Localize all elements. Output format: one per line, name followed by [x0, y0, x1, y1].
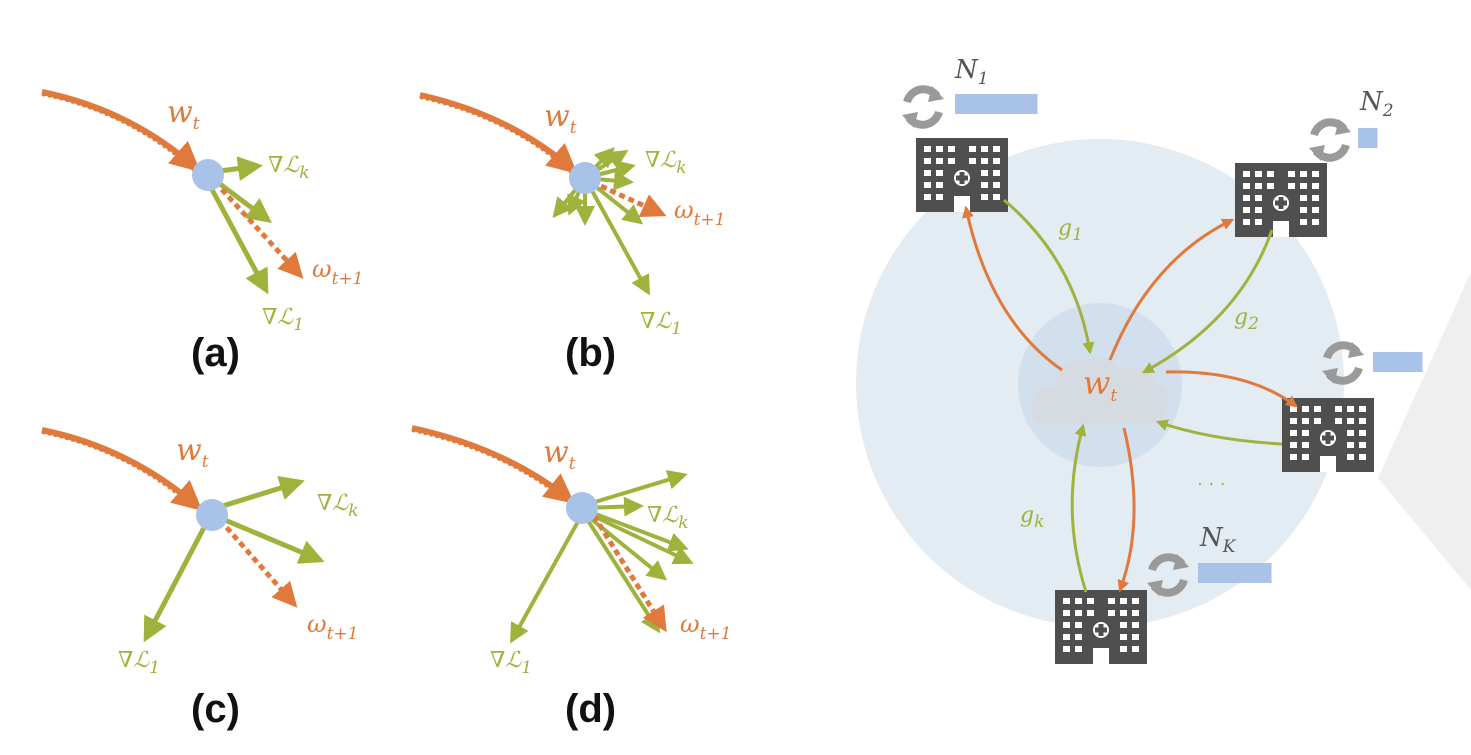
- trajectory-path: [419, 92, 578, 174]
- panel-label: (d): [565, 687, 616, 731]
- grad-k-label: ∇ℒk: [317, 491, 359, 521]
- node-label: NK: [1199, 523, 1237, 557]
- data-size-bar: [1358, 128, 1378, 148]
- update-arrow: [218, 518, 298, 608]
- trajectory-path-dotted: [41, 94, 195, 172]
- sync-icon: [1309, 119, 1351, 161]
- weight-node: [196, 499, 228, 531]
- panel-b: wt ∇ℒk ωt+1 ∇ℒ1 (b): [419, 92, 725, 375]
- w-label: wt: [176, 433, 209, 472]
- gradient-1-arrow: [583, 177, 650, 296]
- gradient-arrow-2: [1141, 229, 1274, 374]
- hospital-icon: [916, 138, 1008, 212]
- update-arrow: [591, 514, 667, 633]
- weight-node: [569, 162, 601, 194]
- w-label: wt: [544, 99, 577, 138]
- omega-label: ωt+1: [307, 610, 358, 644]
- node-label: N2: [1359, 87, 1394, 121]
- shadow-wedge: [1378, 272, 1471, 590]
- omega-label: ωt+1: [680, 610, 731, 644]
- gradient-k-arrow: [212, 475, 305, 512]
- panel-a: wt ∇ℒk ωt+1 ∇ℒ1 (a): [41, 89, 363, 375]
- federated-diagram: wt N1 N2 NK: [856, 55, 1471, 664]
- data-size-bar: [1373, 352, 1423, 372]
- gradient-arrow: [584, 508, 689, 552]
- grad-1-label: ∇ℒ1: [490, 648, 532, 678]
- gradient-1-arrow: [143, 518, 211, 643]
- gradient-1-arrow: [510, 517, 582, 644]
- grad-1-label: ∇ℒ1: [640, 309, 682, 339]
- data-size-bar: [1198, 563, 1272, 583]
- grad-1-label: ∇ℒ1: [118, 648, 160, 678]
- panel-d: wt ∇ℒk ωt+1 ∇ℒ1 (d): [411, 425, 731, 731]
- grad-k-label: ∇ℒk: [647, 503, 689, 533]
- client-node-k: NK: [1055, 523, 1272, 664]
- trajectory-path-dotted: [411, 430, 569, 504]
- trajectory-path-dotted: [41, 432, 197, 511]
- hospital-icon: [1282, 398, 1374, 472]
- hospital-icon: [1055, 590, 1147, 664]
- trajectory-path: [41, 427, 203, 511]
- gradient-mid-arrow: [210, 176, 272, 223]
- client-node-2: N2: [1235, 87, 1394, 237]
- ellipsis: · · ·: [1197, 474, 1226, 495]
- update-arrow: [213, 180, 304, 279]
- broadcast-arrow-2: [1108, 218, 1235, 361]
- omega-label: ωt+1: [674, 196, 725, 230]
- update-arrow: [590, 179, 667, 218]
- panel-label: (b): [565, 331, 616, 375]
- server-weight-label: wt: [1083, 364, 1117, 406]
- broadcast-arrow-1: [962, 205, 1063, 372]
- grad-1-label: ∇ℒ1: [262, 305, 304, 335]
- weight-node: [566, 492, 598, 524]
- data-size-bar: [955, 94, 1038, 114]
- gradient-k-arrow: [584, 470, 688, 507]
- sync-icon: [902, 86, 944, 128]
- server-cloud: [1031, 357, 1169, 424]
- gradient-arrow: [583, 512, 668, 581]
- w-label: wt: [167, 95, 200, 134]
- node-label: N1: [954, 55, 989, 89]
- gradient-1-arrow: [205, 180, 269, 295]
- broadcast-arrow-3: [1165, 370, 1298, 408]
- grad-label-1: g1: [1058, 216, 1083, 245]
- client-node-3: [1282, 342, 1423, 472]
- gradient-arrow-1: [1003, 198, 1095, 355]
- hospital-icon: [1235, 163, 1327, 237]
- gradient-mid-arrow: [212, 512, 325, 564]
- gradient-arrow-3: [1155, 419, 1283, 446]
- trajectory-path: [411, 425, 575, 504]
- w-label: wt: [543, 435, 576, 474]
- grad-k-label: ∇ℒk: [645, 148, 687, 178]
- grad-label-k: gk: [1020, 503, 1044, 532]
- panel-c: wt ∇ℒk ωt+1 ∇ℒ1 (c): [41, 427, 359, 731]
- trajectory-path-dotted: [419, 97, 572, 174]
- panel-label: (a): [191, 331, 240, 375]
- grad-label-2: g2: [1234, 305, 1259, 334]
- grad-k-label: ∇ℒk: [268, 153, 310, 183]
- gradient-arrow-k: [1070, 423, 1088, 593]
- broadcast-arrow-k: [1117, 427, 1136, 593]
- client-node-1: N1: [902, 55, 1038, 212]
- panel-label: (c): [191, 687, 240, 731]
- omega-label: ωt+1: [312, 255, 363, 289]
- weight-node: [192, 159, 224, 191]
- gradient-arrow: [584, 510, 694, 565]
- trajectory-path: [41, 89, 201, 172]
